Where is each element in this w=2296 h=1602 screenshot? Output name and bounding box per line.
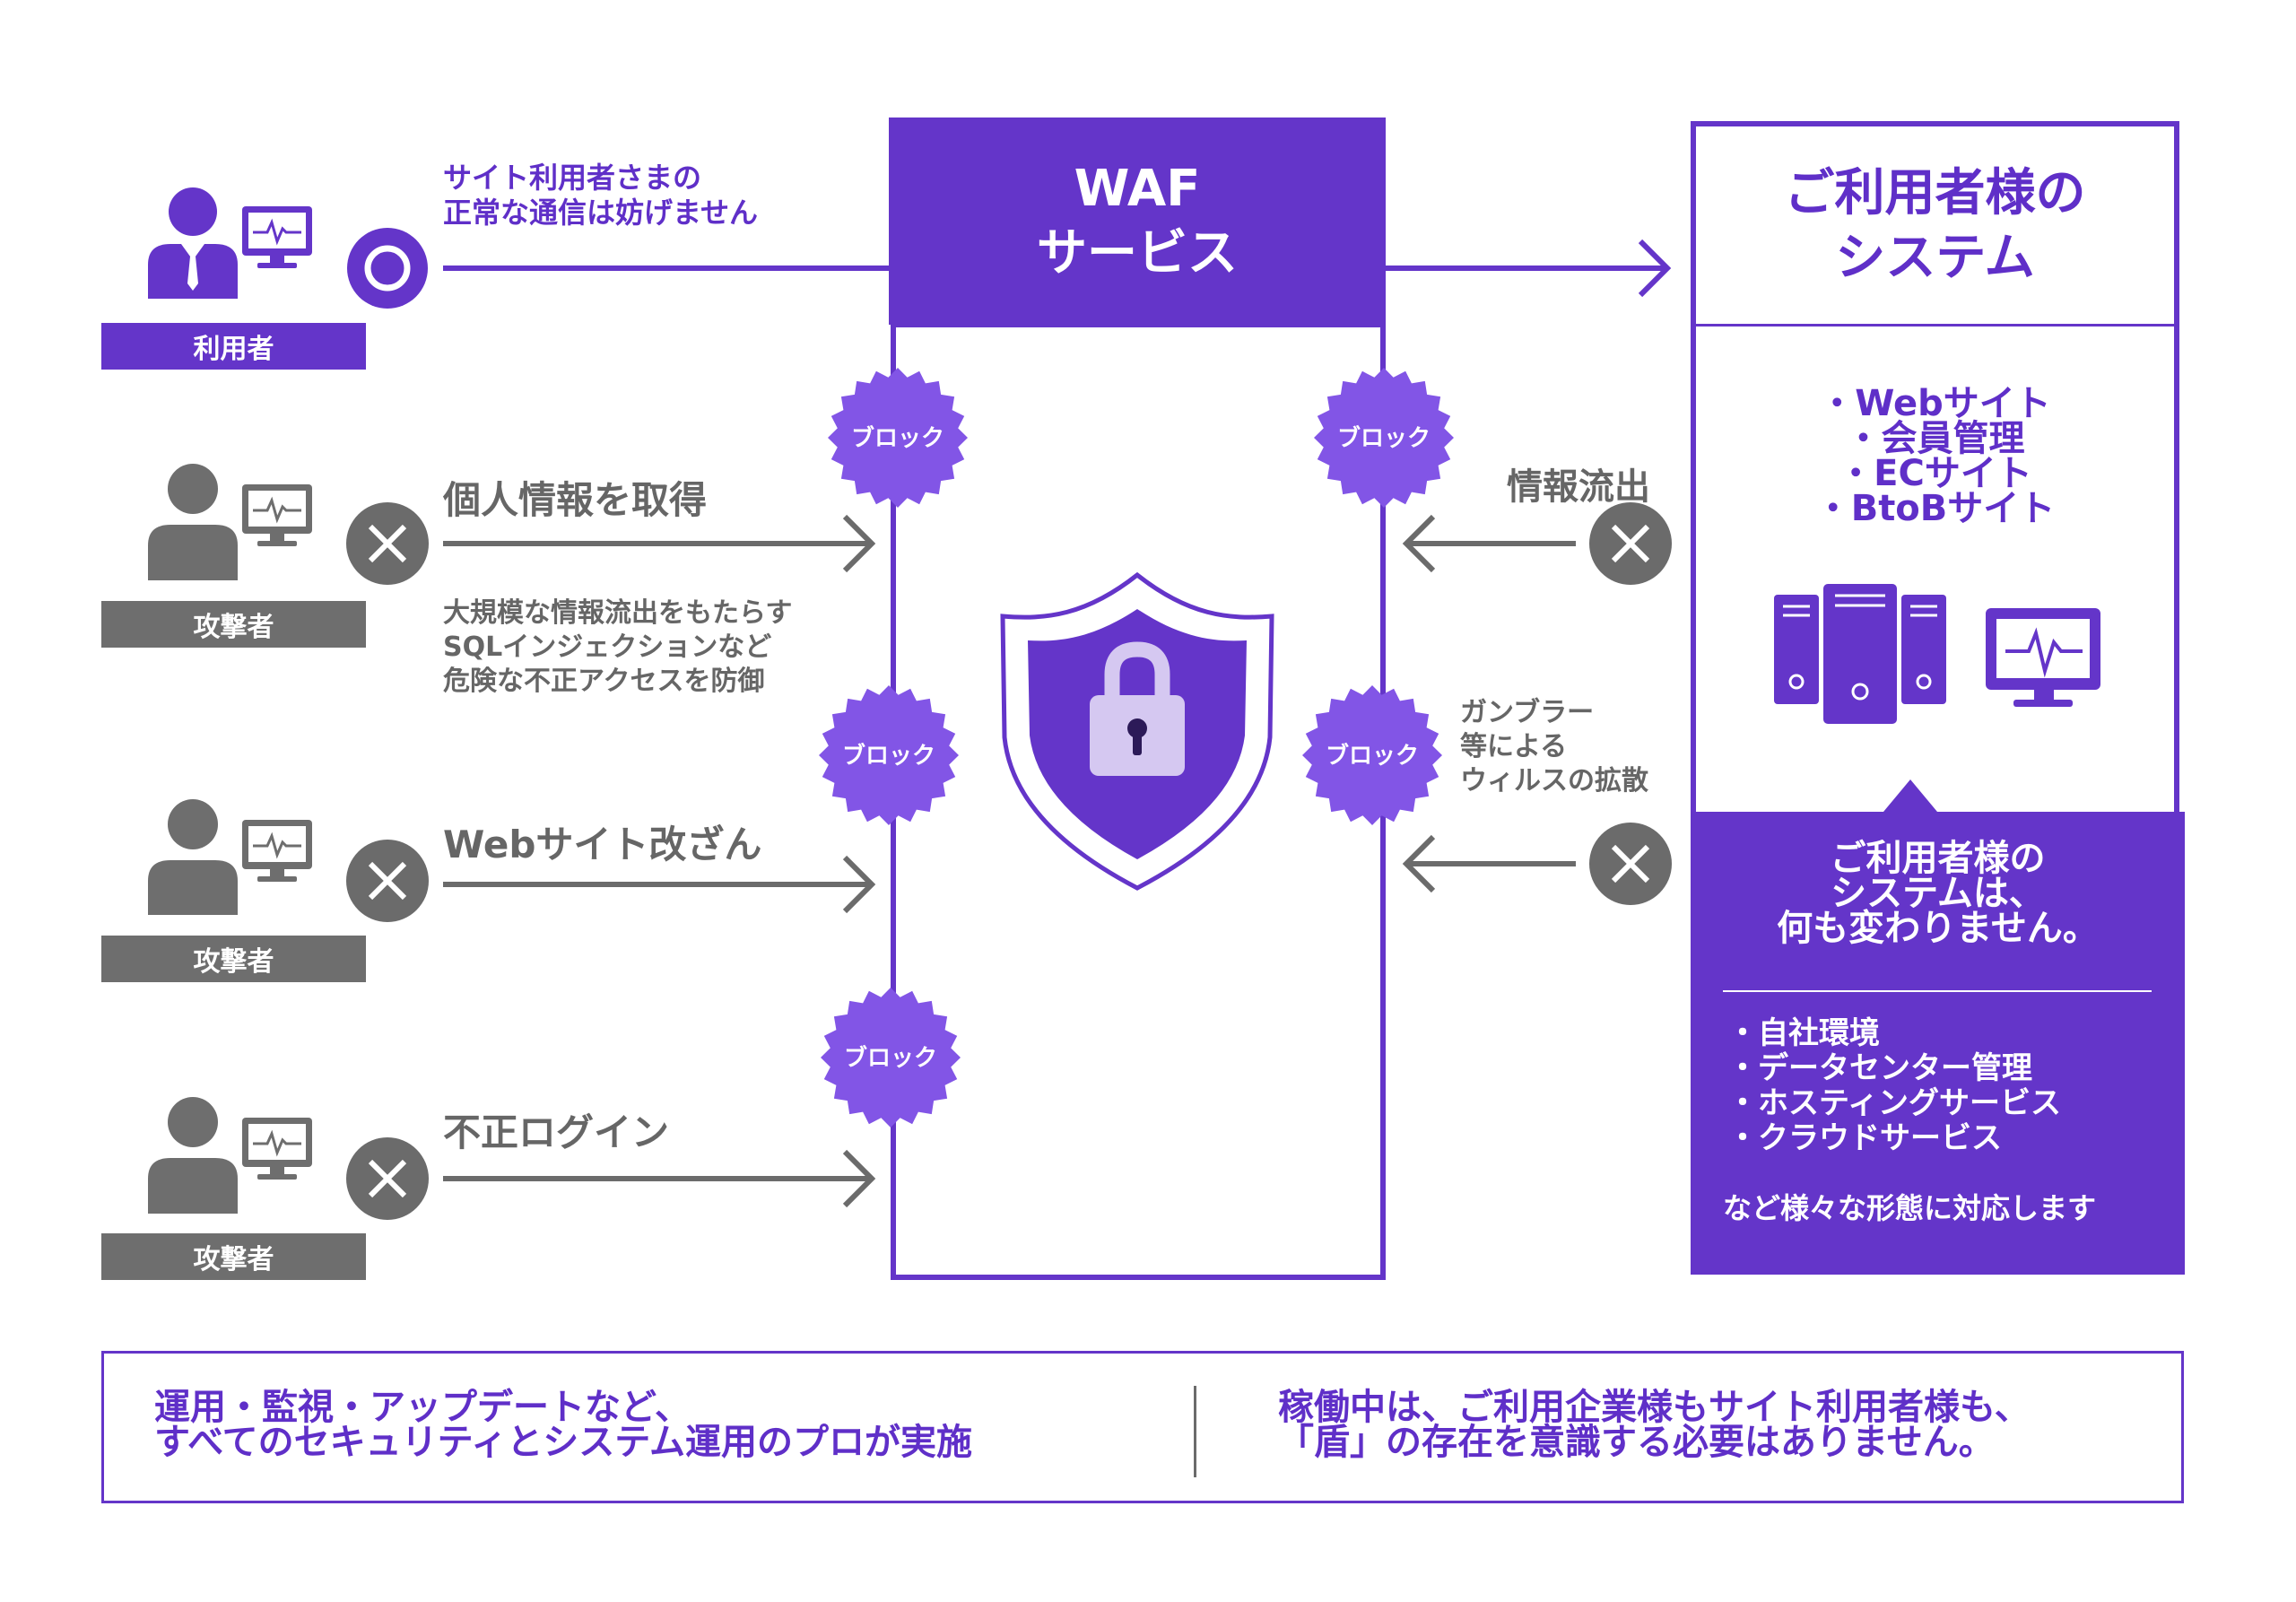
system-message-line: システムは、 [1831,873,2045,914]
user-person-icon [148,187,238,299]
footer-left-line: すべてのセキュリティとシステム運用のプロが実施 [154,1422,972,1463]
service-item: ・ECサイト [1838,453,2032,494]
right-attack-arrow-2 [1402,834,1576,893]
attacker-person-icon-1 [148,464,238,580]
system-monitor-icon [1986,608,2100,707]
attack-title-personal-info: 個人情報を取得 [443,478,708,522]
environment-item: ・クラウドサービス [1727,1120,2002,1156]
block-badge-2: ブロック [1314,368,1454,508]
user-monitor-icon [242,206,312,268]
environment-item: ・データセンター管理 [1727,1050,2032,1086]
attacker-label-2: 攻撃者 [101,936,366,982]
block-badge-label: ブロック [842,742,935,770]
user-arrow-right [1386,239,1672,298]
environment-list: ・自社環境 ・データセンター管理 ・ホスティングサービス ・クラウドサービス [1727,1016,2061,1156]
system-title-line2: システム [1835,229,2035,287]
user-note-line1: サイト利用者さまの [443,161,702,195]
right-attack-arrow-1 [1402,514,1576,573]
attacker-person-icon-2 [148,799,238,915]
block-badges: ブロックブロックブロックブロックブロック [819,368,1454,1127]
right-attack-title-leak: 情報流出 [1507,466,1650,508]
block-badge-shape [828,368,968,508]
system-message-line: ご利用者様の [1830,838,2046,879]
system-message-line: 何も変わりません。 [1777,908,2099,949]
x-circle-icon [346,502,429,585]
attacker-monitor-icon-1 [242,484,312,546]
attack-arrow-3 [443,1149,876,1208]
footer-right-line: 稼働中は、ご利用企業様もサイト利用者様も、 [1278,1387,2031,1428]
footer-separator [1194,1386,1196,1477]
attacker-person-icon-3 [148,1097,238,1214]
attack-desc-line1: 大規模な情報流出をもたらす [443,597,793,629]
shield-lock-icon [1000,571,1274,891]
right-attack-desc-line2: 等による [1460,731,1568,762]
x-circle-icon [1589,823,1672,905]
service-item: ・BtoBサイト [1814,488,2056,529]
right-attack-desc-line3: ウィルスの拡散 [1460,765,1648,797]
block-badge-shape [819,685,959,825]
attacker-monitor-icon-3 [242,1118,312,1180]
block-badge-label: ブロック [851,424,944,452]
block-badge-label: ブロック [1326,742,1419,770]
service-item: ・Webサイト [1819,383,2051,424]
block-badge-shape [821,988,961,1127]
waf-service-header: WAF サービス [889,118,1386,325]
attack-title-website-tampering: Webサイト改ざん [443,823,762,866]
block-badge-label: ブロック [844,1044,937,1072]
attack-desc-line2: SQLインジェクションなど [443,631,772,663]
callout-pointer [1883,779,1937,812]
ok-circle-icon [347,228,428,309]
server-icon [1774,584,1946,724]
footer-left: 運用・監視・アップデートなど、 すべてのセキュリティとシステム運用のプロが実施 [154,1387,972,1463]
waf-title-line2: サービス [1037,223,1238,283]
block-badge-3: ブロック [819,685,959,825]
footer-right-line: 「盾」の存在を意識する必要はありません。 [1278,1422,1995,1463]
x-circle-icon [346,840,429,922]
system-title: ご利用者様の システム [1696,126,2174,326]
system-message: ご利用者様の システムは、 何も変わりません。 [1691,838,2185,949]
attack-arrow-1 [443,514,876,573]
waf-title-line1: WAF [1074,159,1201,218]
user-label: 利用者 [101,323,366,370]
right-attack-desc-line1: ガンブラー [1460,697,1595,728]
attacker-label-3: 攻撃者 [101,1233,366,1280]
block-badge-1: ブロック [828,368,968,508]
attack-title-unauthorized-login: 不正ログイン [443,1110,670,1154]
service-item: ・会員管理 [1845,418,2025,459]
block-badge-4: ブロック [1302,685,1442,825]
x-circle-icon [346,1137,429,1220]
block-badge-shape [1314,368,1454,508]
environment-note: など様々な形態に対応します [1723,1191,2097,1225]
system-message-divider [1723,990,2152,992]
attacker-monitor-icon-2 [242,820,312,882]
environment-item: ・ホスティングサービス [1727,1085,2061,1121]
environment-item: ・自社環境 [1727,1015,1880,1051]
system-message-panel [1691,812,2185,1275]
x-circle-icon [1589,502,1672,585]
system-divider [1696,324,2174,326]
footer-right: 稼働中は、ご利用企業様もサイト利用者様も、 「盾」の存在を意識する必要はありませ… [1278,1387,2031,1463]
system-services-list: ・Webサイト ・会員管理 ・ECサイト ・BtoBサイト [1696,383,2174,529]
block-badge-5: ブロック [821,988,961,1127]
system-title-line1: ご利用者様の [1784,164,2086,222]
attack-desc-line3: 危険な不正アクセスを防御 [443,666,765,697]
block-badge-shape [1302,685,1442,825]
user-note-line2: 正常な通信は妨げません [443,196,759,230]
footer-left-line: 運用・監視・アップデートなど、 [154,1387,691,1428]
attacker-label-1: 攻撃者 [101,601,366,648]
footer-box [101,1351,2184,1503]
attack-arrow-2 [443,855,876,914]
block-badge-label: ブロック [1337,424,1431,452]
